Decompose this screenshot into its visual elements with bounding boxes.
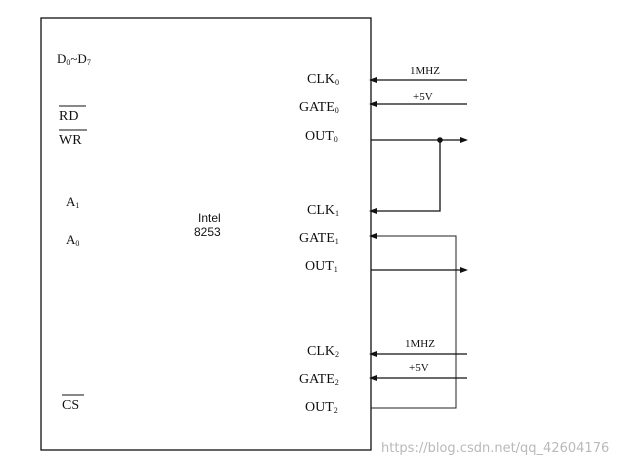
gate1-arrowhead: [369, 233, 377, 239]
chip-body: [40, 17, 372, 451]
gate2-label: GATE2: [299, 372, 339, 387]
gate0-label: GATE0: [299, 100, 339, 115]
out2-label: OUT2: [305, 400, 338, 415]
clk2-arrowhead: [369, 351, 377, 357]
clk1-arrowhead: [369, 208, 377, 214]
clk2-label: CLK2: [307, 344, 339, 359]
wr-label: WR: [59, 133, 82, 148]
out1-arrowhead: [460, 267, 468, 273]
out0-to-clk1-wire: [376, 140, 441, 212]
clk0-arrowhead: [369, 77, 377, 83]
watermark-text: https://blog.csdn.net/qq_42604176: [381, 441, 609, 456]
data-bus-label: D0~D7: [57, 51, 91, 67]
clk1-label: CLK1: [307, 203, 339, 218]
rd-label: RD: [59, 109, 78, 124]
gate0-input-label: +5V: [413, 91, 433, 103]
gate2-arrowhead: [369, 375, 377, 381]
gate1-label: GATE1: [299, 231, 339, 246]
out0-label: OUT0: [305, 129, 338, 144]
a1-label: A1: [66, 194, 79, 210]
cs-label: CS: [62, 398, 79, 413]
gate0-arrowhead: [369, 101, 377, 107]
clk0-input-label: 1MHZ: [410, 65, 440, 77]
clk2-input-label: 1MHZ: [405, 338, 435, 350]
out0-arrowhead: [460, 137, 468, 143]
gate2-input-label: +5V: [409, 362, 429, 374]
a0-label: A0: [66, 232, 79, 248]
clk0-label: CLK0: [307, 72, 339, 87]
chip-name-line2: 8253: [194, 225, 221, 239]
chip-name-line1: Intel: [198, 211, 221, 225]
out2-to-gate1-wire: [371, 235, 457, 409]
out1-label: OUT1: [305, 259, 338, 274]
